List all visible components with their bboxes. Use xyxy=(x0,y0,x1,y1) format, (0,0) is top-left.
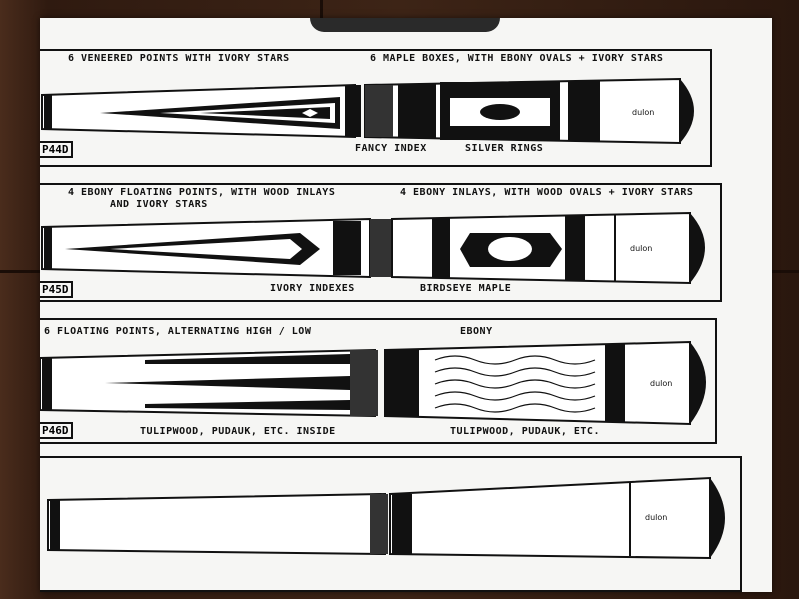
cue-panel-p45d: 4 Ebony Floating Points, with Wood Inlay… xyxy=(40,183,722,302)
label-ivory-indexes: Ivory Indexes xyxy=(270,283,355,294)
label-floating-points: 6 Floating Points, Alternating High / Lo… xyxy=(44,326,312,337)
svg-text:dulon: dulon xyxy=(632,108,654,117)
label-ebony-inlays: 4 Ebony Inlays, with Wood Ovals + Ivory … xyxy=(400,187,694,198)
label-ivory-stars: and Ivory Stars xyxy=(110,199,208,210)
table-seam xyxy=(0,270,40,273)
label-fancy-index: Fancy Index xyxy=(355,143,427,154)
label-maple-boxes: 6 Maple Boxes, with Ebony Ovals + Ivory … xyxy=(370,53,664,64)
table-seam xyxy=(320,0,323,18)
cue-panel-blank: dulon xyxy=(40,456,742,592)
svg-text:dulon: dulon xyxy=(630,244,652,253)
cue-drawing-p46d: dulon xyxy=(40,340,706,426)
svg-text:dulon: dulon xyxy=(650,379,672,388)
label-tulipwood: Tulipwood, Pudauk, etc. xyxy=(450,426,600,437)
binder-tab xyxy=(310,18,500,32)
label-silver-rings: Silver Rings xyxy=(465,143,544,154)
label-ebony-floating-points: 4 Ebony Floating Points, with Wood Inlay… xyxy=(68,187,336,198)
table-seam xyxy=(772,270,799,273)
cue-drawing-p45d: dulon xyxy=(41,211,705,285)
cue-code: P44D xyxy=(40,141,73,158)
cue-drawing-p44d: dulon xyxy=(41,77,694,145)
cue-panel-p46d: 6 Floating Points, Alternating High / Lo… xyxy=(40,318,717,444)
label-ebony: Ebony xyxy=(460,326,493,337)
label-veneered-points: 6 Veneered Points with Ivory Stars xyxy=(68,53,290,64)
cue-drawing-butt: dulon xyxy=(47,476,725,560)
svg-text:dulon: dulon xyxy=(645,513,667,522)
label-birdseye-maple: Birdseye Maple xyxy=(420,283,512,294)
cue-panel-p44d: 6 Veneered Points with Ivory Stars 6 Map… xyxy=(40,49,712,167)
label-tulipwood-inside: Tulipwood, Pudauk, etc. Inside xyxy=(140,426,336,437)
cue-code: P45D xyxy=(40,281,73,298)
cue-code: P46D xyxy=(40,422,73,439)
catalog-page: 6 Veneered Points with Ivory Stars 6 Map… xyxy=(40,18,772,592)
